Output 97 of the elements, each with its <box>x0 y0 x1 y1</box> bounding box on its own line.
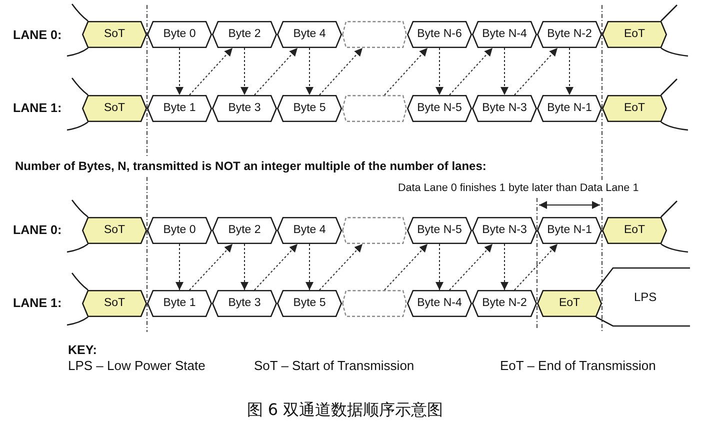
segment-label: EoT <box>624 28 646 42</box>
segment-label: SoT <box>104 224 126 238</box>
key-entry: SoT – Start of Transmission <box>254 358 414 374</box>
sot-segment <box>82 217 147 244</box>
key-entry: EoT – End of Transmission <box>500 358 656 374</box>
segment-label: Byte N-3 <box>482 224 527 238</box>
segment-label: Byte 2 <box>228 28 261 42</box>
dotted-arrow <box>254 48 298 96</box>
segment-label: Byte N-2 <box>547 28 592 42</box>
byte-segment <box>472 21 537 48</box>
sot-segment <box>82 95 147 122</box>
dotted-arrow <box>449 244 493 290</box>
byte-segment <box>147 217 212 244</box>
byte-segment <box>147 95 212 122</box>
dotted-arrow <box>176 244 184 290</box>
segment-label: Byte 3 <box>228 102 261 116</box>
byte-segment <box>472 95 537 122</box>
segment-label: Byte 5 <box>293 102 326 116</box>
segment-label: EoT <box>558 296 580 310</box>
byte-segment <box>407 217 472 244</box>
segment-label: Byte 5 <box>293 296 326 310</box>
byte-segment <box>212 95 277 122</box>
segment-label: Byte 0 <box>163 224 196 238</box>
segment-label: Byte N-6 <box>417 28 462 42</box>
byte-segment <box>147 290 212 317</box>
key-heading: KEY: <box>68 343 97 358</box>
byte-segment <box>277 21 342 48</box>
dotted-arrow <box>240 244 248 290</box>
eot-segment <box>602 217 667 244</box>
eot-segment <box>602 95 667 122</box>
dotted-arrow <box>514 244 558 290</box>
byte-segment <box>537 217 602 244</box>
byte-segment <box>277 290 342 317</box>
byte-segment <box>537 21 602 48</box>
dotted-arrow <box>449 48 493 96</box>
lane-label: LANE 1: <box>13 101 62 116</box>
eot-segment <box>602 21 667 48</box>
segment-label: Byte 4 <box>293 28 326 42</box>
segment-label: Byte 0 <box>163 28 196 42</box>
state-label: LPS <box>634 290 657 304</box>
byte-segment <box>407 95 472 122</box>
segment-label: Byte N-2 <box>482 296 527 310</box>
byte-segment <box>212 217 277 244</box>
dotted-arrow <box>500 244 508 290</box>
key-entry: LPS – Low Power State <box>68 358 206 374</box>
dotted-arrow <box>514 48 558 96</box>
dotted-arrow <box>436 48 444 96</box>
byte-segment <box>407 290 472 317</box>
segment-label: SoT <box>104 28 126 42</box>
dotted-arrow <box>436 244 444 290</box>
byte-segment <box>407 21 472 48</box>
segment-label: EoT <box>624 102 646 116</box>
segment-label: Byte 1 <box>163 102 196 116</box>
byte-segment <box>277 95 342 122</box>
dotted-arrow <box>306 244 314 290</box>
dotted-arrow <box>306 48 314 96</box>
dotted-arrow <box>240 48 248 96</box>
sot-segment <box>82 21 147 48</box>
segment-label: SoT <box>104 296 126 310</box>
byte-segment <box>472 217 537 244</box>
lane-label: LANE 1: <box>13 296 62 311</box>
segment-label: Byte 2 <box>228 224 261 238</box>
dotted-arrow <box>176 48 184 96</box>
byte-segment <box>212 21 277 48</box>
dotted-arrow <box>500 48 508 96</box>
dotted-arrow <box>566 48 574 96</box>
segment-label: Byte 4 <box>293 224 326 238</box>
lane-label: LANE 0: <box>13 28 62 43</box>
dotted-arrow <box>189 244 233 290</box>
eot-segment <box>537 290 602 317</box>
segment-label: EoT <box>624 224 646 238</box>
segment-label: Byte N-1 <box>547 102 592 116</box>
figure-caption: 图 6 双通道数据顺序示意图 <box>246 400 444 420</box>
segment-label: Byte N-3 <box>482 102 527 116</box>
section-heading: Number of Bytes, N, transmitted is NOT an integer multiple of the number of lanes: <box>15 159 486 174</box>
byte-segment <box>277 217 342 244</box>
dotted-arrow <box>384 244 428 290</box>
segment-label: Byte 3 <box>228 296 261 310</box>
segment-label: Byte N-4 <box>482 28 527 42</box>
dotted-arrow <box>319 244 363 290</box>
segment-label: Byte 1 <box>163 296 196 310</box>
byte-segment <box>212 290 277 317</box>
lane-label: LANE 0: <box>13 223 62 238</box>
byte-segment <box>147 21 212 48</box>
segment-label: Byte N-5 <box>417 224 462 238</box>
dotted-arrow <box>254 244 298 290</box>
annotation-text: Data Lane 0 finishes 1 byte later than Data Lane 1 <box>398 182 639 195</box>
segment-label: Byte N-4 <box>417 296 462 310</box>
dotted-arrow <box>189 48 233 96</box>
byte-segment <box>537 95 602 122</box>
segment-label: SoT <box>104 102 126 116</box>
dotted-arrow <box>319 48 363 96</box>
dotted-arrow <box>384 48 428 96</box>
segment-label: Byte N-5 <box>417 102 462 116</box>
segment-label: Byte N-1 <box>547 224 592 238</box>
sot-segment <box>82 290 147 317</box>
byte-segment <box>472 290 537 317</box>
